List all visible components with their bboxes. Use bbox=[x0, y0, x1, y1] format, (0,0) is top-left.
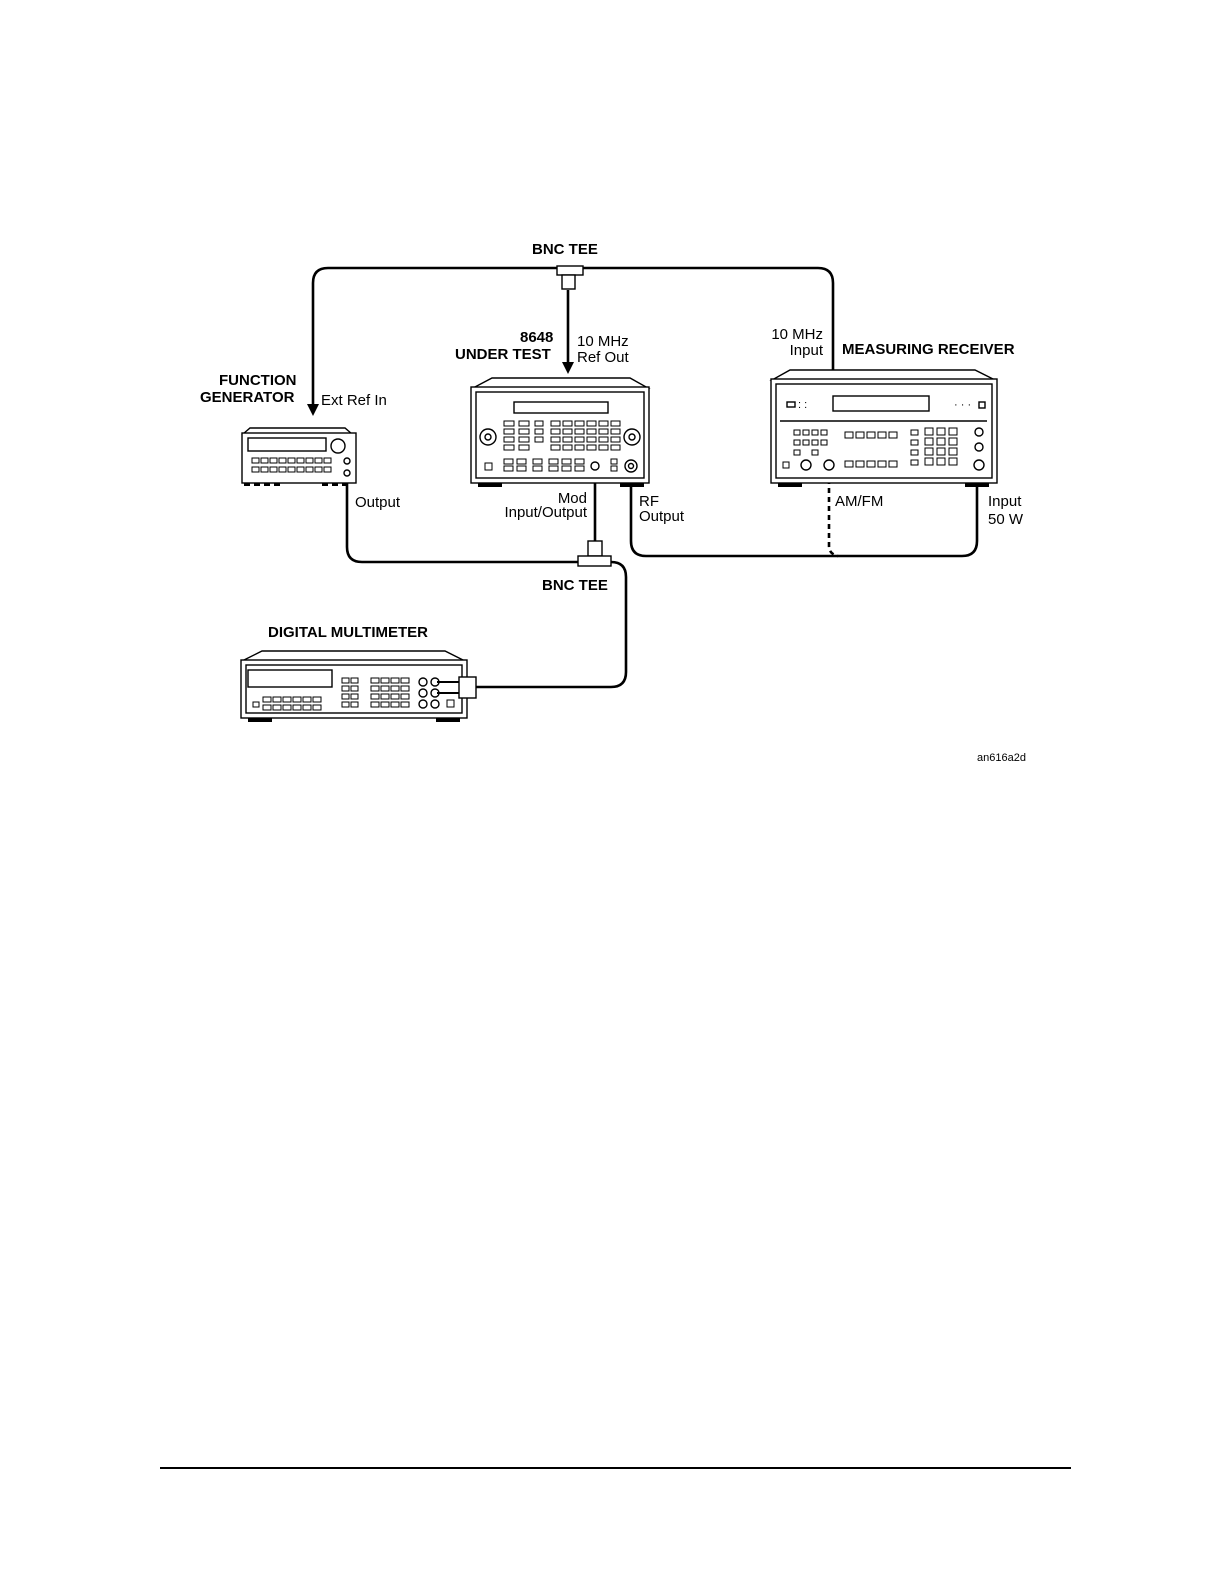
measuring-receiver-title: MEASURING RECEIVER bbox=[842, 341, 1015, 358]
ref-out-label-line2: Ref Out bbox=[577, 349, 630, 366]
mr-10mhz-input-label-line1: 10 MHz bbox=[771, 326, 823, 343]
arrow-ext-ref-in bbox=[307, 404, 319, 416]
arrow-ref-out bbox=[562, 362, 574, 374]
bnc-tee-top-label: BNC TEE bbox=[532, 241, 598, 258]
function-generator bbox=[242, 428, 356, 486]
mr-10mhz-input-label-line2: Input bbox=[790, 342, 824, 359]
footer-rule bbox=[160, 1467, 1071, 1469]
ext-ref-in-label: Ext Ref In bbox=[321, 392, 387, 409]
function-generator-title-line1: FUNCTION bbox=[219, 372, 297, 389]
digital-multimeter-title: DIGITAL MULTIMETER bbox=[268, 624, 428, 641]
measuring-receiver: : : · · · bbox=[771, 370, 997, 487]
mod-io-label-line2: Input/Output bbox=[504, 504, 587, 521]
rf-output-label-line2: Output bbox=[639, 508, 685, 525]
figure-id: an616a2d bbox=[977, 752, 1026, 764]
function-generator-title-line2: GENERATOR bbox=[200, 389, 295, 406]
svg-text:: :: : : bbox=[798, 399, 807, 411]
fg-output-label: Output bbox=[355, 494, 401, 511]
under-test-title-line2: UNDER TEST bbox=[455, 346, 551, 363]
under-test-title-line1: 8648 bbox=[520, 329, 553, 346]
svg-text:· · ·: · · · bbox=[954, 399, 971, 411]
bnc-tee-bottom bbox=[578, 541, 611, 566]
digital-multimeter bbox=[241, 651, 476, 722]
mr-input-label-line2: 50 W bbox=[988, 511, 1024, 528]
ref-out-label-line1: 10 MHz bbox=[577, 333, 629, 350]
bnc-tee-bottom-label: BNC TEE bbox=[542, 577, 608, 594]
bnc-tee-top bbox=[557, 266, 583, 289]
am-fm-label: AM/FM bbox=[835, 493, 883, 510]
mr-input-label-line1: Input bbox=[988, 493, 1022, 510]
signal-generator-8648 bbox=[471, 378, 649, 487]
